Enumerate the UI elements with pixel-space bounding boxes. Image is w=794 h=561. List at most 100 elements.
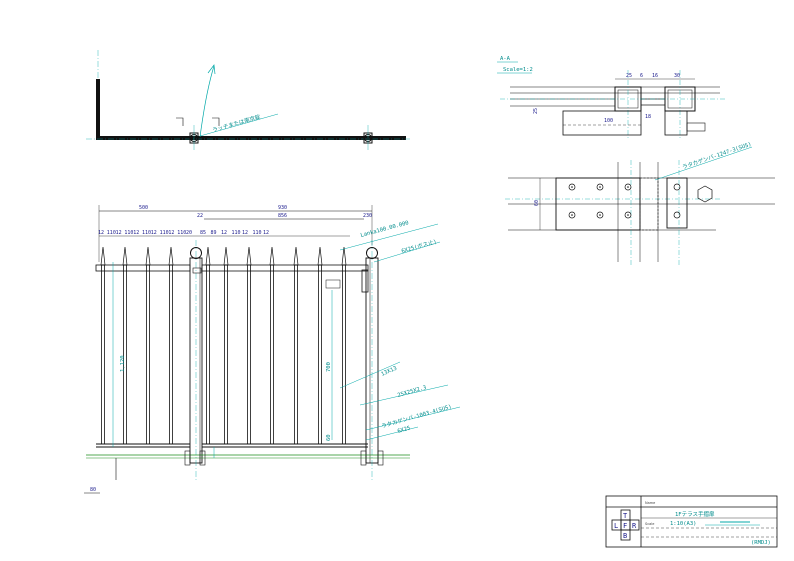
- bar-spacing-label: 12: [116, 230, 122, 236]
- hinge-detail: 60 ラタカゲンバ-1247-3(SUS): [505, 140, 775, 265]
- bolt-hole: [673, 183, 681, 191]
- label-flatbar: 13X13: [380, 366, 398, 378]
- section-title: A-A: [500, 56, 511, 62]
- latch-box: [361, 269, 369, 293]
- bar-spacing-label: 110: [177, 230, 186, 236]
- bar-spacing-label: 12: [221, 230, 227, 236]
- right-panel-spear-tip: [317, 246, 323, 266]
- right-panel-spear-tip: [246, 246, 252, 266]
- dim-aa-2: 6: [640, 73, 643, 79]
- bar-spacing-label: 110: [142, 230, 151, 236]
- bolt-hole: [673, 211, 681, 219]
- bolt-center: [627, 186, 629, 188]
- dim-height-inner: 700: [326, 362, 332, 372]
- right-panel-spear-tip: [293, 246, 299, 266]
- bolt-hole: [624, 211, 632, 219]
- dim-aa-7: 25: [533, 108, 539, 114]
- bolt-center: [599, 186, 601, 188]
- dim-aa-6: 18: [645, 114, 651, 120]
- left-panel-spear-tip: [145, 246, 151, 266]
- section-scale: Scale=1:2: [503, 67, 533, 73]
- proj-l: L: [614, 522, 618, 530]
- proj-r: R: [632, 522, 637, 530]
- bar-spacing-label: 12: [151, 230, 157, 236]
- plan-view: ラッチまたは南京錠: [86, 50, 410, 150]
- title-name-caption: Name: [645, 501, 655, 505]
- right-panel-spear-tip: [223, 246, 229, 266]
- bar-spacing-label: 20: [186, 230, 192, 236]
- dim-right-post: 230: [363, 213, 372, 219]
- bolt-holes: [568, 183, 681, 219]
- bar-spacing-label: 12: [98, 230, 104, 236]
- dim-height: 1,120: [120, 355, 126, 372]
- dim-ground-offset: 80: [90, 487, 96, 493]
- right-panel-bar: [247, 264, 251, 445]
- bar-spacing-label: 110: [124, 230, 133, 236]
- right-panel-spear-tip: [205, 246, 211, 266]
- detail-dim-v: 60: [534, 200, 540, 206]
- title-scale-caption: Scale: [645, 522, 654, 526]
- right-panel-bar: [206, 264, 210, 445]
- bar-spacing-label: 110: [253, 230, 262, 236]
- bar-spacing-label: 12: [168, 230, 174, 236]
- bolt-hole: [624, 183, 632, 191]
- dim-aa-4: 30: [674, 73, 680, 79]
- bolt-hole: [568, 183, 576, 191]
- bar-spacing-label: 12: [263, 230, 269, 236]
- left-panel-bar: [146, 264, 150, 445]
- right-panel-bar: [342, 264, 346, 445]
- bolt-hole: [568, 211, 576, 219]
- bar-spacing-label: 110: [160, 230, 169, 236]
- bar-spacing-label: 12: [242, 230, 248, 236]
- bar-spacing-label: 110: [107, 230, 116, 236]
- right-panel-bars: [205, 246, 347, 445]
- label-post-2: 6X25(ボス止): [400, 237, 437, 255]
- bolt-center: [599, 214, 601, 216]
- label-plate: 6X25: [397, 426, 411, 435]
- bolt-hole: [596, 183, 604, 191]
- bar-spacing-label: 110: [232, 230, 241, 236]
- scale-value: 1:10(A3): [670, 521, 697, 527]
- right-panel-bar: [294, 264, 298, 445]
- dim-left-post: 22: [197, 213, 203, 219]
- left-panel-bar: [101, 264, 105, 445]
- proj-b: B: [623, 532, 627, 540]
- dim-bottom-gap: 60: [326, 434, 332, 441]
- title-block: Name 1Fテラス手摺扉 Scale 1:10(A3) (RMDJ) T L …: [605, 495, 778, 548]
- label-latch: ラタカゲンバ-1003-4(SUS): [380, 402, 452, 430]
- detail-label: ラタカゲンバ-1247-3(SUS): [681, 140, 752, 171]
- bolt-center: [571, 214, 573, 216]
- section-aa: A-A Scale=1:2 25 6 16 30 100 18 25: [497, 56, 725, 140]
- label-pipe: 25X25X2.3: [397, 385, 427, 399]
- dim-inner: 856: [278, 213, 287, 219]
- left-panel-spear-tip: [100, 246, 106, 266]
- dim-total-right: 930: [278, 205, 287, 211]
- bar-spacing-label: 89: [211, 230, 217, 236]
- left-panel-bar: [123, 264, 127, 445]
- dim-aa-3: 16: [652, 73, 658, 79]
- right-panel-spear-tip: [341, 246, 347, 266]
- proj-t: T: [623, 512, 628, 520]
- drawing-title: 1Fテラス手摺扉: [675, 510, 715, 518]
- left-panel-bars: [100, 246, 174, 445]
- dim-aa-1: 25: [626, 73, 632, 79]
- bar-spacing-label: 85: [200, 230, 206, 236]
- bolt-hole: [596, 211, 604, 219]
- company-name: (RMDJ): [751, 540, 771, 546]
- bar-spacing-label: 12: [133, 230, 139, 236]
- left-post-finial: [190, 247, 202, 259]
- right-post-finial: [366, 247, 378, 259]
- label-post-1: Lanka100.00.000: [360, 220, 410, 239]
- left-panel-bar: [169, 264, 173, 445]
- bolt-center: [627, 214, 629, 216]
- left-panel-spear-tip: [168, 246, 174, 266]
- right-panel-spear-tip: [269, 246, 275, 266]
- dim-aa-5: 100: [604, 118, 613, 124]
- left-panel-spear-tip: [122, 246, 128, 266]
- right-panel-bar: [318, 264, 322, 445]
- right-panel-bar: [270, 264, 274, 445]
